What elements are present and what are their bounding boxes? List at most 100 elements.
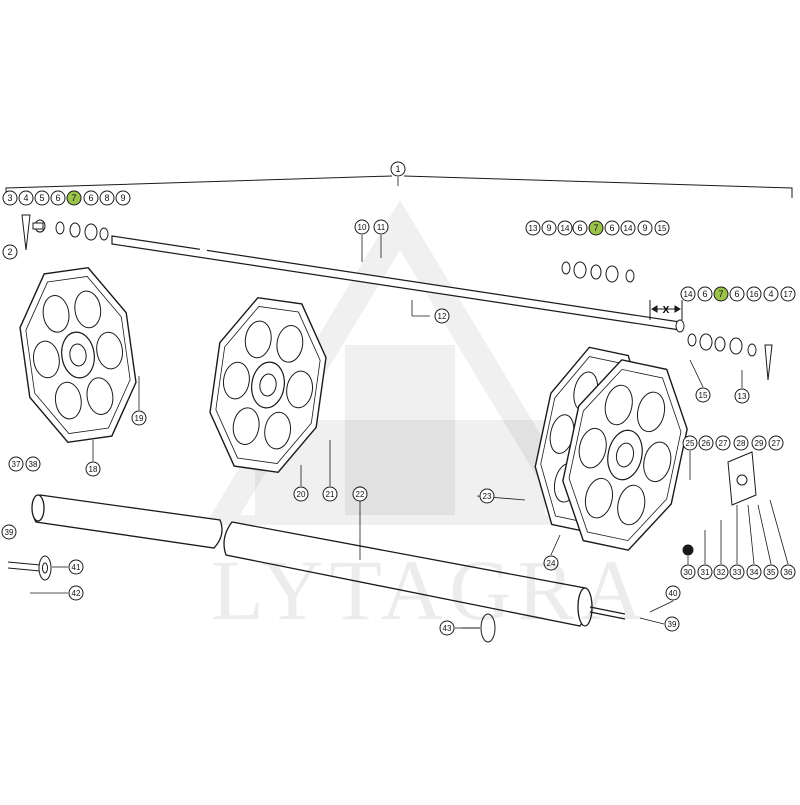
callout-label: 19	[135, 414, 144, 423]
callout-label: 39	[668, 620, 677, 629]
callout: 24	[543, 555, 559, 571]
callout-label: 9	[642, 223, 647, 233]
callout-label: 14	[561, 224, 570, 233]
callout-label: 22	[356, 490, 365, 499]
callout-label: 27	[719, 439, 728, 448]
callout-label: 7	[593, 223, 598, 233]
callout-label: 41	[72, 563, 81, 572]
callout-label: 26	[702, 439, 711, 448]
callout: 40	[665, 585, 681, 601]
callout-label: 29	[755, 439, 764, 448]
callout: 26	[698, 435, 714, 451]
callout: 13	[734, 388, 750, 404]
callout: 29	[751, 435, 767, 451]
callout: 22	[352, 486, 368, 502]
callout: 12	[434, 308, 450, 324]
callout: 25	[682, 435, 698, 451]
shaft-end	[675, 319, 685, 333]
callout: 39	[1, 524, 17, 540]
callout-label: 6	[577, 223, 582, 233]
callout: 6	[729, 286, 745, 302]
callout-label: 39	[5, 528, 14, 537]
callout: 31	[697, 564, 713, 580]
callout: 18	[85, 461, 101, 477]
callout-label: 23	[483, 492, 492, 501]
callout-label: 9	[546, 223, 551, 233]
bearing-housing-part-28	[727, 451, 757, 506]
callout-label: 13	[738, 392, 747, 401]
callout: 4	[763, 286, 779, 302]
callout: 27	[768, 435, 784, 451]
callout: 41	[68, 559, 84, 575]
callout: 37	[8, 456, 24, 472]
callout: 28	[733, 435, 749, 451]
callout-label: 18	[89, 465, 98, 474]
star-wheel	[209, 296, 327, 474]
callout: 34	[746, 564, 762, 580]
callout-label: 16	[750, 290, 759, 299]
small-parts-right	[561, 261, 773, 556]
callout-label: 7	[71, 193, 76, 203]
dimension-x	[649, 300, 683, 320]
callout-label: 6	[734, 289, 739, 299]
callout-label: 3	[7, 193, 12, 203]
callout: 13	[525, 220, 541, 236]
callout-label: 5	[39, 193, 44, 203]
callout-label: 36	[784, 568, 793, 577]
star-wheel	[562, 359, 688, 551]
callout: 14	[680, 286, 696, 302]
callout-highlighted: 7	[588, 220, 604, 236]
callout: 43	[439, 620, 455, 636]
callout: 21	[322, 486, 338, 502]
callout: 6	[697, 286, 713, 302]
callout: 38	[25, 456, 41, 472]
callout: 3	[2, 190, 18, 206]
callout: 17	[780, 286, 796, 302]
callout: 4	[18, 190, 34, 206]
callout-label: 6	[55, 193, 60, 203]
callout-label: 25	[686, 439, 695, 448]
callout-label: 27	[772, 439, 781, 448]
callout-label: 28	[737, 439, 746, 448]
callout: 27	[715, 435, 731, 451]
callout: 2	[2, 244, 18, 260]
callout-label: 30	[684, 568, 693, 577]
callout-label: 12	[438, 312, 447, 321]
callout-label: 14	[684, 290, 693, 299]
callout-label: 42	[72, 589, 81, 598]
callout-label: 43	[443, 624, 452, 633]
callout-highlighted: 7	[66, 190, 82, 206]
callout-label: 31	[701, 568, 710, 577]
callout-label: 6	[88, 193, 93, 203]
callout: 36	[780, 564, 796, 580]
callout-label: 4	[768, 289, 773, 299]
callout-label: 17	[784, 290, 793, 299]
stub-shaft-part-41	[7, 555, 52, 581]
callout-label: 20	[297, 490, 306, 499]
callout-label: 11	[377, 223, 386, 232]
callout-label: 15	[658, 224, 667, 233]
callout: 11	[373, 219, 389, 235]
callout: 6	[83, 190, 99, 206]
callout: 6	[50, 190, 66, 206]
callout-label: 14	[624, 224, 633, 233]
callout-label: 9	[120, 193, 125, 203]
callout: 9	[115, 190, 131, 206]
callout-label: 38	[29, 460, 38, 469]
callout: 32	[713, 564, 729, 580]
callout-label: 13	[529, 224, 538, 233]
callout-label: 6	[609, 223, 614, 233]
callout: 33	[729, 564, 745, 580]
dimension-label: X	[663, 305, 670, 316]
callout: 35	[763, 564, 779, 580]
callout: 6	[604, 220, 620, 236]
callout-label: 21	[326, 490, 335, 499]
roller-tube-part-22	[31, 494, 626, 627]
callout-label: 37	[12, 460, 21, 469]
callout-label: 35	[767, 568, 776, 577]
callout: 15	[654, 220, 670, 236]
callout: 23	[479, 488, 495, 504]
